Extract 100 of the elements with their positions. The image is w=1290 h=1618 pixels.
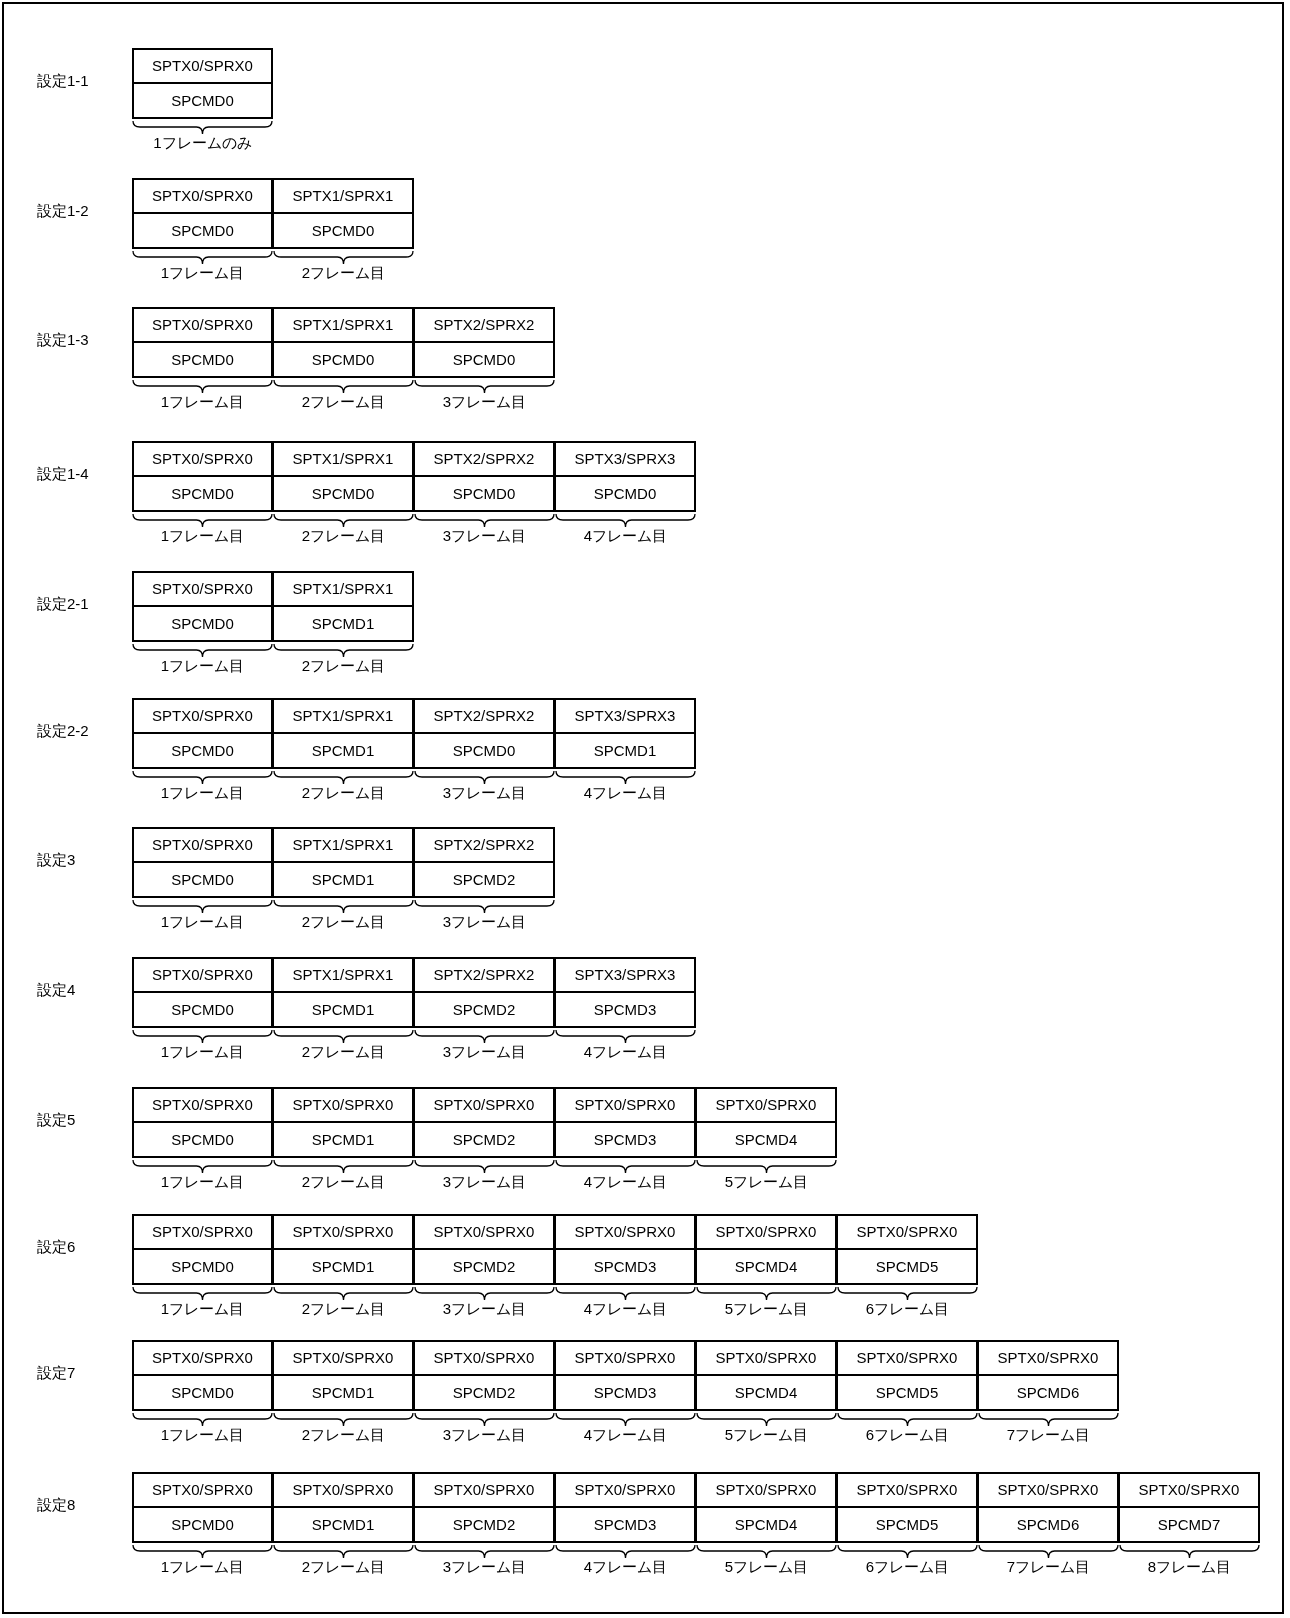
frame-column (272, 1214, 414, 1285)
command-cell-text: SPCMD6 (1015, 1515, 1081, 1535)
frame-label: 3フレーム目 (441, 527, 528, 546)
command-cell-text: SPCMD2 (451, 1130, 517, 1150)
frame-column (132, 957, 273, 1028)
frame-label: 1フレーム目 (159, 1173, 246, 1192)
command-cell-text: SPCMD2 (451, 870, 517, 890)
command-cell-text: SPCMD1 (310, 1383, 376, 1403)
frame-label: 1フレーム目 (159, 1300, 246, 1319)
command-cell-text: SPCMD4 (733, 1257, 799, 1277)
command-cell-text: SPCMD0 (310, 350, 376, 370)
frame-label: 1フレーム目 (159, 527, 246, 546)
frame-label: 2フレーム目 (300, 264, 387, 283)
frame-label: 6フレーム目 (864, 1426, 951, 1445)
command-cell-text: SPCMD0 (170, 614, 235, 634)
row-label: 設定7 (37, 1364, 76, 1383)
command-cell-text: SPCMD1 (310, 870, 376, 890)
frame-label: 1フレーム目 (159, 1558, 246, 1577)
buffer-cell: SPTX3/SPRX3 (556, 443, 694, 477)
frame-column (554, 1340, 696, 1411)
frame-column (132, 178, 273, 249)
frame-label: 2フレーム目 (300, 1300, 387, 1319)
command-cell-text: SPCMD0 (170, 221, 235, 241)
frame-column (132, 1214, 273, 1285)
frame-label: 3フレーム目 (441, 784, 528, 803)
frame-column (554, 957, 696, 1028)
frame-column (977, 1340, 1119, 1411)
row-label: 設定2-1 (37, 595, 89, 614)
frame-label: 1フレーム目 (159, 1426, 246, 1445)
frame-label: 2フレーム目 (300, 1173, 387, 1192)
frame-label: 1フレーム目 (159, 393, 246, 412)
frame-label: 4フレーム目 (582, 1043, 669, 1062)
row-label: 設定1-1 (37, 72, 89, 91)
frame-column (695, 1340, 837, 1411)
frame-column (132, 307, 273, 378)
frame-label: 4フレーム目 (582, 1300, 669, 1319)
command-cell-text: SPCMD5 (874, 1383, 940, 1403)
command-cell-text: SPCMD7 (1156, 1515, 1222, 1535)
command-cell-text: SPCMD0 (170, 1383, 235, 1403)
frame-label: 2フレーム目 (300, 1426, 387, 1445)
frame-label: 2フレーム目 (300, 1043, 387, 1062)
frame-label: 5フレーム目 (723, 1173, 810, 1192)
frame-column (554, 1214, 696, 1285)
command-cell-text: SPCMD0 (451, 741, 517, 761)
buffer-cell: SPTX2/SPRX2 (415, 829, 553, 863)
buffer-cell: SPTX0/SPRX0 (838, 1216, 976, 1250)
frame-label: 3フレーム目 (441, 1173, 528, 1192)
frame-column (132, 1472, 273, 1543)
frame-column (695, 1087, 837, 1158)
frame-label: 5フレーム目 (723, 1558, 810, 1577)
command-cell-text: SPCMD0 (310, 221, 376, 241)
command-cell-text: SPCMD0 (170, 91, 235, 111)
frame-label: 2フレーム目 (300, 1558, 387, 1577)
frame-label: 4フレーム目 (582, 1558, 669, 1577)
frame-column (413, 1214, 555, 1285)
command-cell-text: SPCMD0 (451, 484, 517, 504)
frame-column (554, 698, 696, 769)
buffer-cell: SPTX3/SPRX3 (556, 700, 694, 734)
frame-column (132, 698, 273, 769)
row-label: 設定5 (37, 1111, 76, 1130)
frame-label: 1フレーム目 (159, 1043, 246, 1062)
frame-label: 1フレーム目 (159, 913, 246, 932)
frame-label: 1フレーム目 (159, 264, 246, 283)
frame-column (413, 1472, 555, 1543)
frame-label: 5フレーム目 (723, 1300, 810, 1319)
command-cell-text: SPCMD0 (170, 484, 235, 504)
frame-column (132, 571, 273, 642)
frame-label: 6フレーム目 (864, 1558, 951, 1577)
frame-column (132, 441, 273, 512)
frame-column (413, 1340, 555, 1411)
command-cell-text: SPCMD0 (170, 1257, 235, 1277)
frame-label: 6フレーム目 (864, 1300, 951, 1319)
command-cell-text: SPCMD5 (874, 1515, 940, 1535)
command-cell-text: SPCMD2 (451, 1000, 517, 1020)
frame-label: 3フレーム目 (441, 393, 528, 412)
command-cell-text: SPCMD3 (592, 1383, 658, 1403)
row-label: 設定6 (37, 1238, 76, 1257)
frame-column (977, 1472, 1119, 1543)
frame-column (413, 698, 555, 769)
frame-column (554, 1087, 696, 1158)
command-cell-text: SPCMD5 (874, 1257, 940, 1277)
frame-column (836, 1340, 978, 1411)
frame-column (272, 827, 414, 898)
frame-column (695, 1214, 837, 1285)
frame-column (272, 698, 414, 769)
frame-column (272, 178, 414, 249)
frame-column (836, 1472, 978, 1543)
frame-column (836, 1214, 978, 1285)
command-cell-text: SPCMD1 (310, 614, 376, 634)
frame-column (413, 307, 555, 378)
command-cell-text: SPCMD4 (733, 1130, 799, 1150)
buffer-cell: SPTX0/SPRX0 (697, 1089, 835, 1123)
command-cell-text: SPCMD2 (451, 1383, 517, 1403)
buffer-cell: SPTX0/SPRX0 (134, 50, 271, 84)
frame-label: 2フレーム目 (300, 657, 387, 676)
frame-label: 4フレーム目 (582, 1173, 669, 1192)
command-cell-text: SPCMD0 (170, 1515, 235, 1535)
frame-label: 7フレーム目 (1005, 1426, 1092, 1445)
command-cell-text: SPCMD4 (733, 1383, 799, 1403)
row-label: 設定2-2 (37, 722, 89, 741)
